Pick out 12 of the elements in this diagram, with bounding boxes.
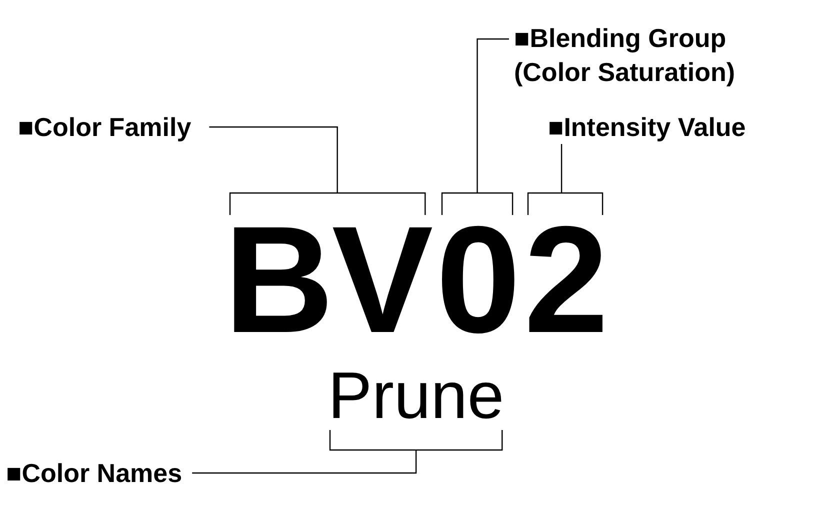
leader-line (192, 429, 503, 474)
color-name: Prune (328, 362, 504, 428)
callout-label: ■Blending Group (Color Saturation) (514, 22, 779, 90)
callout-label: ■Color Family (18, 114, 192, 140)
leader-line (441, 38, 514, 216)
code-digit: 0 (436, 204, 519, 356)
callout-label: ■Color Names (6, 460, 182, 486)
code-digit: 2 (524, 204, 607, 356)
leader-line (527, 143, 604, 216)
leader-line (208, 126, 426, 216)
callout-label: ■Intensity Value (548, 114, 746, 140)
code-letters: BV (224, 204, 432, 356)
